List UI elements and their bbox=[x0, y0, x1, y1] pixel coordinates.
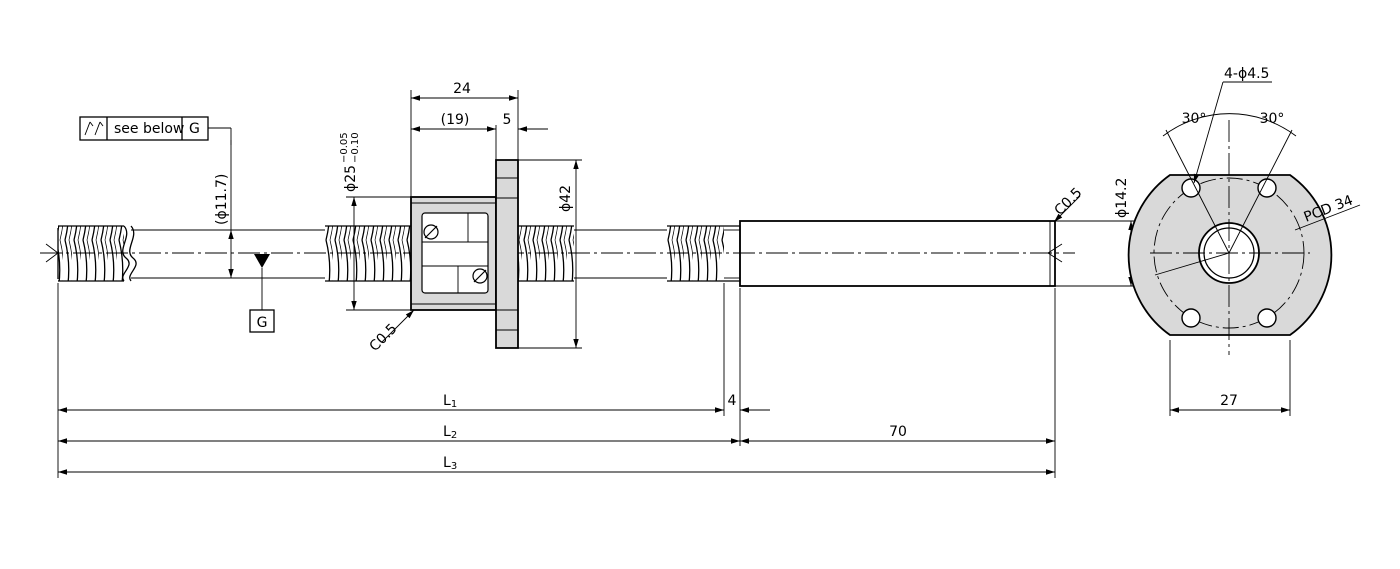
dim-l2: L2 bbox=[443, 424, 457, 441]
hole-callout: 4-ϕ4.5 bbox=[1224, 66, 1269, 82]
svg-text:−0.10: −0.10 bbox=[350, 132, 361, 163]
dim-nut-diameter: ϕ25 −0.05 −0.10 bbox=[339, 132, 361, 192]
datum-g-label: G bbox=[257, 315, 268, 331]
dim-l1: L1 bbox=[443, 393, 457, 410]
dim-l3: L3 bbox=[443, 455, 457, 472]
dim-flange-width: 27 bbox=[1220, 393, 1238, 409]
chamfer-shaft: C0.5 bbox=[1052, 185, 1086, 219]
dim-root-diameter: (ϕ11.7) bbox=[214, 174, 230, 225]
break-line bbox=[122, 225, 130, 282]
dim-shaft-diameter: ϕ14.2 bbox=[1114, 178, 1130, 218]
dim-l1-gap: 4 bbox=[728, 393, 737, 409]
ball-nut bbox=[410, 159, 519, 349]
runout-note: see below bbox=[114, 121, 184, 137]
runout-tolerance-frame: see below G bbox=[79, 116, 232, 145]
angle-right: 30° bbox=[1260, 111, 1285, 127]
svg-text:ϕ25: ϕ25 bbox=[343, 165, 359, 192]
end-journal bbox=[739, 220, 1056, 287]
flange-end-view bbox=[1127, 120, 1333, 355]
dim-flange-diameter: ϕ42 bbox=[558, 185, 574, 212]
thread-end bbox=[667, 226, 724, 281]
dim-nut-length: 24 bbox=[453, 81, 471, 97]
total-runout-icon bbox=[84, 121, 94, 136]
dim-nut-body: (19) bbox=[441, 112, 470, 128]
thread-mid bbox=[325, 226, 411, 281]
dim-journal-length: 70 bbox=[889, 424, 907, 440]
chamfer-nut: C0.5 bbox=[367, 321, 401, 355]
thread-right-of-nut bbox=[518, 226, 574, 281]
datum-g-symbol: G bbox=[249, 254, 275, 333]
thread-left-end bbox=[58, 226, 124, 281]
svg-text:−0.05: −0.05 bbox=[339, 132, 350, 163]
angle-left: 30° bbox=[1182, 111, 1207, 127]
screw-shaft bbox=[40, 220, 1075, 287]
runout-datum: G bbox=[189, 121, 200, 137]
dim-flange-thickness: 5 bbox=[503, 112, 512, 128]
